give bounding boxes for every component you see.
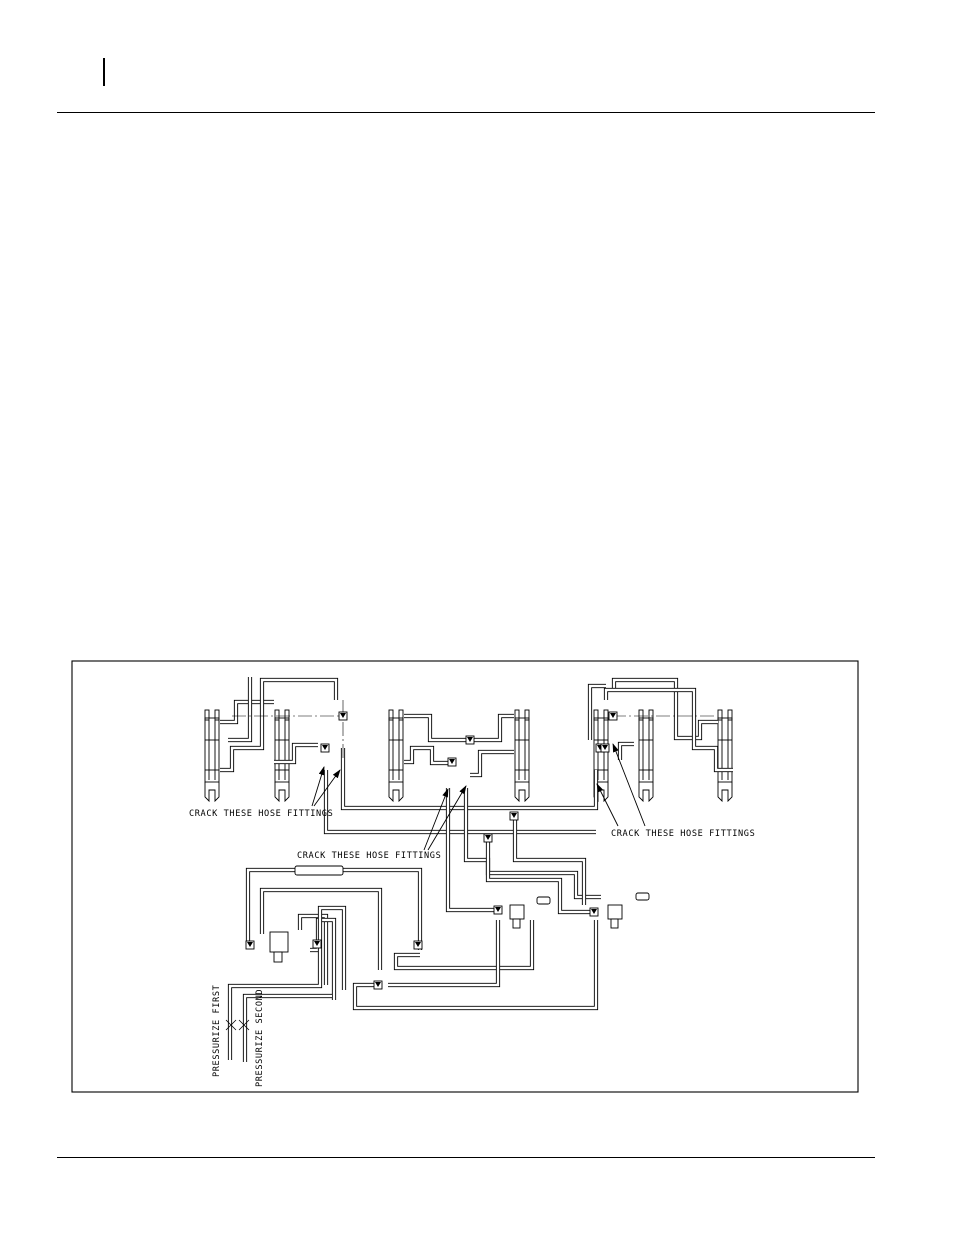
cylinder-right-outer: [718, 710, 732, 801]
lock-valve-left-stem: [274, 952, 282, 962]
callout-left: CRACK THESE HOSE FITTINGS: [189, 809, 333, 819]
tee-fitting-1: [339, 712, 347, 720]
tee-fitting-15: [601, 744, 609, 752]
label-pressurize-second: PRESSURIZE SECOND: [255, 989, 265, 1087]
callout-right: CRACK THESE HOSE FITTINGS: [611, 829, 755, 839]
lock-valve-right-stem: [611, 919, 618, 928]
hose-run-9: [470, 752, 514, 775]
lock-valve-right: [608, 905, 622, 919]
tee-fitting-14: [590, 908, 598, 916]
hose-run-2: [220, 680, 336, 770]
cylinders: [205, 710, 732, 801]
cylinder-right-middle: [639, 710, 653, 801]
quick-coupler-center-upper: [537, 897, 550, 904]
hose-run-7: [404, 716, 514, 740]
callout-center: CRACK THESE HOSE FITTINGS: [297, 851, 441, 861]
tee-fitting-4: [448, 758, 456, 766]
hose-run-8: [404, 748, 448, 763]
cylinder-center-left: [389, 710, 403, 801]
tee-fitting-3: [466, 736, 474, 744]
hose-run-1: [220, 702, 274, 722]
tee-fitting-11: [246, 941, 254, 949]
lock-valve-left: [270, 932, 288, 952]
tee-fitting-9: [414, 941, 422, 949]
hose-run-4: [274, 745, 318, 762]
quick-coupler-right-upper: [636, 893, 649, 900]
inline-tube-center: [295, 866, 343, 875]
tee-fitting-13: [494, 906, 502, 914]
label-pressurize-first: PRESSURIZE FIRST: [212, 985, 222, 1077]
hose-run-26: [355, 920, 596, 1008]
tee-fitting-5: [510, 812, 518, 820]
hose-run-6: [326, 770, 596, 832]
cylinder-left-inner: [275, 710, 289, 801]
hose-run-27: [388, 920, 498, 985]
lock-valve-center-stem: [513, 919, 520, 928]
tee-fitting-2: [321, 744, 329, 752]
figure-frame: [72, 661, 858, 1092]
hose-run-5: [343, 748, 596, 808]
hose-run-17: [620, 744, 634, 760]
hose-run-15: [606, 690, 733, 770]
cylinder-left-outer: [205, 710, 219, 801]
hose-run-3: [228, 677, 250, 740]
tee-fitting-7: [609, 712, 617, 720]
tee-fitting-10: [374, 981, 382, 989]
cylinder-center-right: [515, 710, 529, 801]
lock-valve-center: [510, 905, 524, 919]
tee-fitting-12: [313, 940, 321, 948]
tee-fitting-6: [484, 834, 492, 842]
